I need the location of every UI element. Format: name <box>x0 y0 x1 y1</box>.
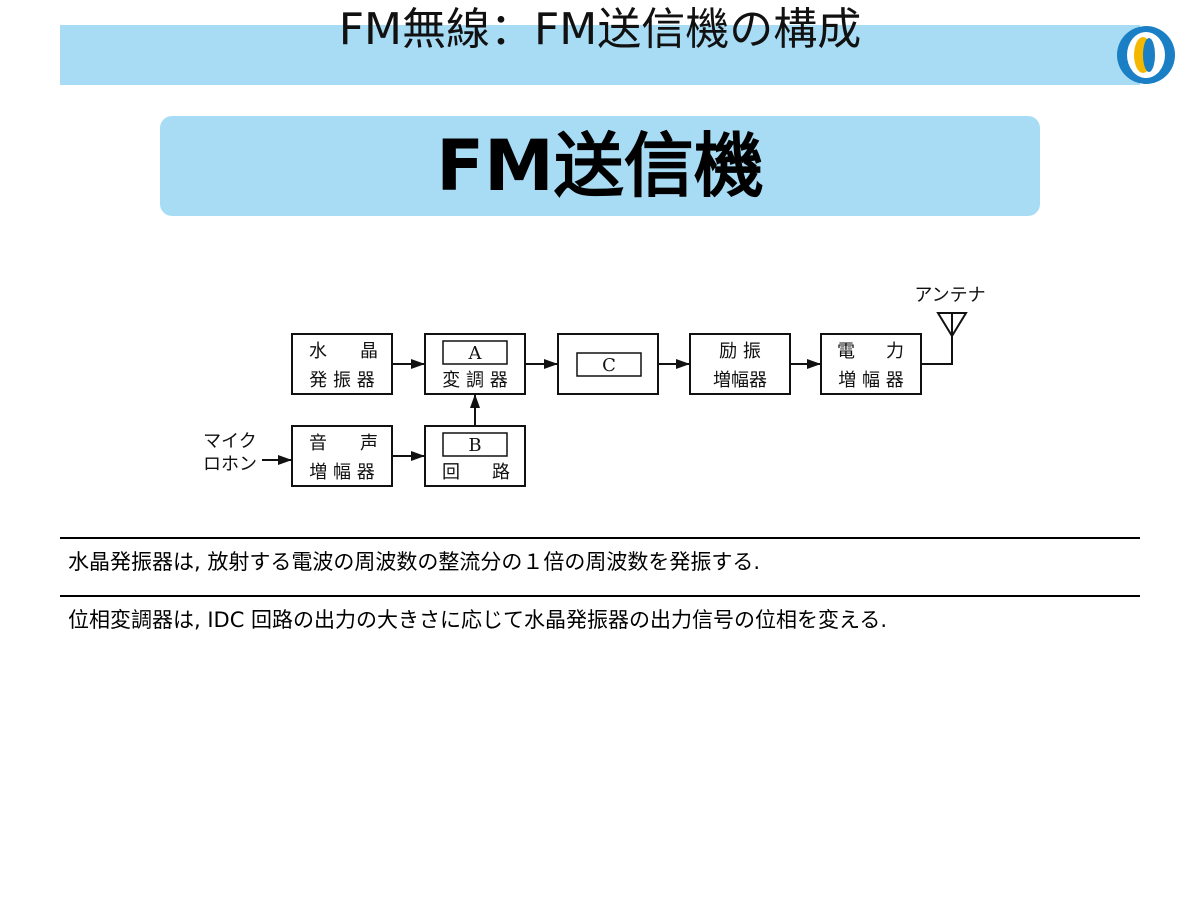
audio-amp-label-2: 増 幅 器 <box>309 462 374 483</box>
block-power-amp: 電 力 増 幅 器 <box>820 333 922 395</box>
antenna: アンテナ <box>914 285 986 365</box>
microphone-input: マイク ロホン <box>203 431 257 475</box>
crystal-osc-label-1a: 水 <box>309 341 327 362</box>
crystal-osc-label-2: 発 振 器 <box>309 370 374 391</box>
crystal-osc-label-1b: 晶 <box>360 341 378 362</box>
divider-2 <box>60 595 1140 597</box>
audio-amp-label-1a: 音 <box>309 433 327 454</box>
mic-label-1: マイク <box>203 431 257 452</box>
statement-2: 位相変調器は, IDC 回路の出力の大きさに応じて水晶発振器の出力信号の位相を変… <box>68 608 888 632</box>
power-amp-label-2: 増 幅 器 <box>838 370 903 391</box>
banner-title: FM送信機 <box>436 125 764 207</box>
circuit-b-label-a: 回 <box>442 462 460 483</box>
block-audio-amp: 音 声 増 幅 器 <box>291 425 393 487</box>
antenna-label: アンテナ <box>914 285 985 306</box>
signal-arrows <box>262 359 821 465</box>
block-crystal-oscillator: 水 晶 発 振 器 <box>291 333 393 395</box>
modulator-label: 変 調 器 <box>442 370 507 391</box>
audio-amp-label-1b: 声 <box>360 433 378 454</box>
modulator-inner-label: A <box>468 343 483 364</box>
mic-label-2: ロホン <box>203 454 257 475</box>
statement-1: 水晶発振器は, 放射する電波の周波数の整流分の１倍の周波数を発振する. <box>68 550 761 574</box>
power-amp-label-1b: 力 <box>886 341 904 362</box>
block-c: C <box>557 333 659 395</box>
block-circuit-b: B 回 路 <box>424 425 526 487</box>
circuit-b-label-b: 路 <box>492 462 510 483</box>
exciter-label-1: 励 振 <box>719 341 761 362</box>
section-banner: FM送信機 <box>160 116 1040 216</box>
page-title: FM無線：FM送信機の構成 <box>338 4 862 55</box>
logo-icon <box>1117 26 1175 84</box>
block-exciter: 励 振 増幅器 <box>689 333 791 395</box>
exciter-label-2: 増幅器 <box>713 370 767 391</box>
circuit-b-inner-label: B <box>468 435 481 456</box>
divider-1 <box>60 537 1140 539</box>
title-bar <box>60 25 1140 85</box>
block-modulator: A 変 調 器 <box>424 333 526 395</box>
block-c-inner-label: C <box>602 355 616 376</box>
power-amp-label-1a: 電 <box>837 341 855 362</box>
block-diagram: アンテナ 水 晶 発 振 器 A 変 調 器 C 励 振 増幅器 電 力 増 幅… <box>203 285 986 487</box>
